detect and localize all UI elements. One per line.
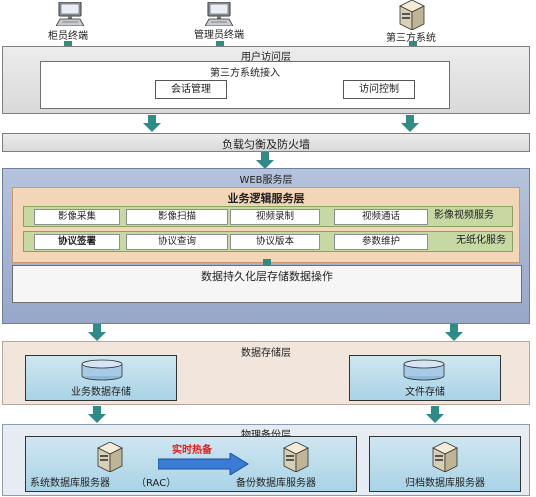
counter-terminal-label: 柜员终端 [48, 31, 88, 42]
business-data-storage-box: 业务数据存储 [25, 355, 177, 401]
service-cell: 协议签署 [34, 234, 120, 250]
backup-db-server-label: 备份数据库服务器 [236, 478, 316, 489]
video-service-row: 影像采集 影像扫描 视频录制 视频通话 影像视频服务 [23, 206, 513, 227]
archive-db-server-label: 归档数据库服务器 [405, 478, 485, 489]
service-cell: 影像扫描 [126, 209, 228, 225]
service-cell: 视频录制 [230, 209, 320, 225]
server-icon [97, 442, 123, 472]
backup-layer-title: 物理备份层 [3, 426, 529, 441]
paperless-service-label: 无纸化服务 [456, 235, 506, 246]
arrow-down-icon [256, 152, 274, 169]
archive-db-box: 归档数据库服务器 [369, 436, 521, 492]
computer-icon [205, 2, 233, 26]
file-storage-box: 文件存储 [349, 355, 501, 401]
user-access-layer-title: 用户访问层 [241, 52, 291, 63]
user-access-layer: 用户访问层 第三方系统接入 会话管理 访问控制 [2, 46, 530, 114]
session-management-box: 会话管理 [155, 80, 227, 99]
service-cell: 视频通话 [334, 209, 428, 225]
data-persistence-layer: 数据持久化层存储数据操作 [12, 265, 522, 303]
server-icon [399, 0, 425, 30]
service-cell: 协议版本 [230, 234, 320, 250]
cylinder-icon [403, 359, 445, 381]
arrow-down-icon [401, 115, 419, 132]
arrow-down-icon [445, 324, 463, 341]
arrow-down-icon [143, 115, 161, 132]
system-db-server-label: 系统数据库服务器 [30, 478, 110, 489]
data-storage-layer: 数据存储层 业务数据存储 文件存储 [2, 341, 530, 405]
web-service-layer: WEB服务层 业务逻辑服务层 影像采集 影像扫描 视频录制 视频通话 影像视频服… [2, 168, 530, 324]
rac-label: （RAC） [136, 478, 177, 489]
business-logic-title: 业务逻辑服务层 [227, 192, 305, 205]
persistence-title: 数据持久化层存储数据操作 [201, 270, 333, 283]
business-data-storage-label: 业务数据存储 [71, 387, 131, 398]
service-cell: 参数维护 [334, 234, 428, 250]
video-service-label: 影像视频服务 [434, 210, 494, 221]
arrow-down-icon [88, 324, 106, 341]
physical-backup-layer: 物理备份层 实时热备 系统数据库服务器 （RAC） 备份数据库服务器 归档数据库… [2, 424, 530, 496]
paperless-service-row: 协议签署 协议查询 协议版本 参数维护 无纸化服务 [23, 231, 513, 252]
file-storage-label: 文件存储 [405, 387, 445, 398]
access-control-box: 访问控制 [343, 80, 415, 99]
server-icon [283, 442, 309, 472]
load-balance-firewall-layer: 负载匀衡及防火墙 [2, 133, 530, 152]
server-icon [432, 442, 458, 472]
service-cell: 协议查询 [126, 234, 228, 250]
load-balance-title: 负载匀衡及防火墙 [222, 138, 310, 151]
third-party-access-box: 第三方系统接入 会话管理 访问控制 [40, 61, 450, 109]
admin-terminal-label: 管理员终端 [194, 30, 244, 41]
business-logic-layer: 业务逻辑服务层 影像采集 影像扫描 视频录制 视频通话 影像视频服务 协议签署 … [12, 187, 520, 263]
service-cell: 影像采集 [34, 209, 120, 225]
arrow-down-icon [426, 406, 444, 423]
hot-standby-arrow-icon [158, 453, 249, 475]
db-cluster-box: 实时热备 系统数据库服务器 （RAC） 备份数据库服务器 [25, 436, 357, 492]
third-party-system-label: 第三方系统 [386, 33, 436, 44]
web-layer-title: WEB服务层 [239, 175, 293, 186]
computer-icon [56, 2, 84, 26]
arrow-down-icon [88, 406, 106, 423]
third-party-access-title: 第三方系统接入 [210, 68, 280, 79]
hot-standby-label: 实时热备 [172, 445, 212, 456]
cylinder-icon [81, 359, 123, 381]
storage-layer-title: 数据存储层 [241, 348, 291, 359]
